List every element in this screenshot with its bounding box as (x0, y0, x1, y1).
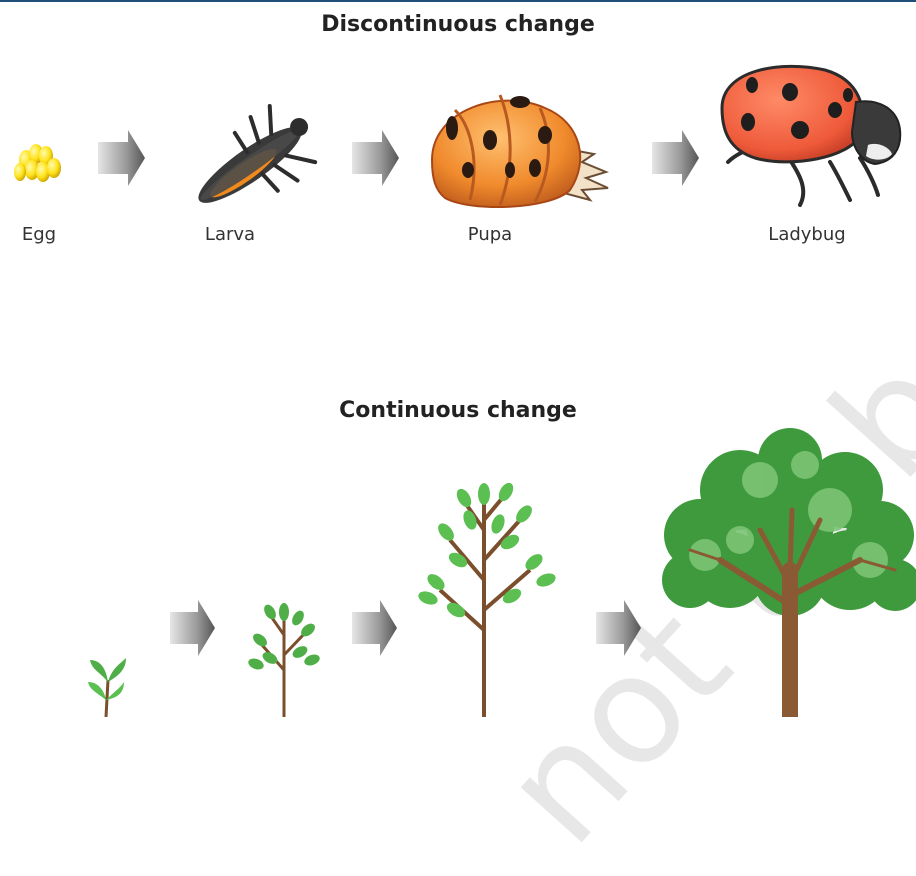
seedling-icon (88, 658, 126, 717)
arrow-icon (352, 130, 399, 186)
stage-label-ladybug: Ladybug (727, 224, 887, 245)
egg-cluster-icon (14, 144, 61, 182)
pupa-icon (432, 95, 608, 207)
arrow-icon (170, 600, 215, 656)
young-tree-leaves (417, 480, 558, 620)
arrow-icon (596, 600, 641, 656)
discontinuous-illustrations (0, 50, 916, 220)
arrow-icon (652, 130, 699, 186)
discontinuous-title: Discontinuous change (0, 12, 916, 37)
sapling-icon (262, 615, 306, 717)
stage-label-pupa: Pupa (410, 224, 570, 245)
arrow-icon (352, 600, 397, 656)
mature-tree-icon (662, 428, 916, 717)
stage-label-egg: Egg (0, 224, 119, 245)
top-border (0, 0, 916, 2)
ladybug-icon (722, 66, 900, 205)
continuous-illustrations (0, 420, 916, 717)
arrow-icon (98, 130, 145, 186)
stage-label-larva: Larva (150, 224, 310, 245)
larva-icon (177, 92, 331, 220)
